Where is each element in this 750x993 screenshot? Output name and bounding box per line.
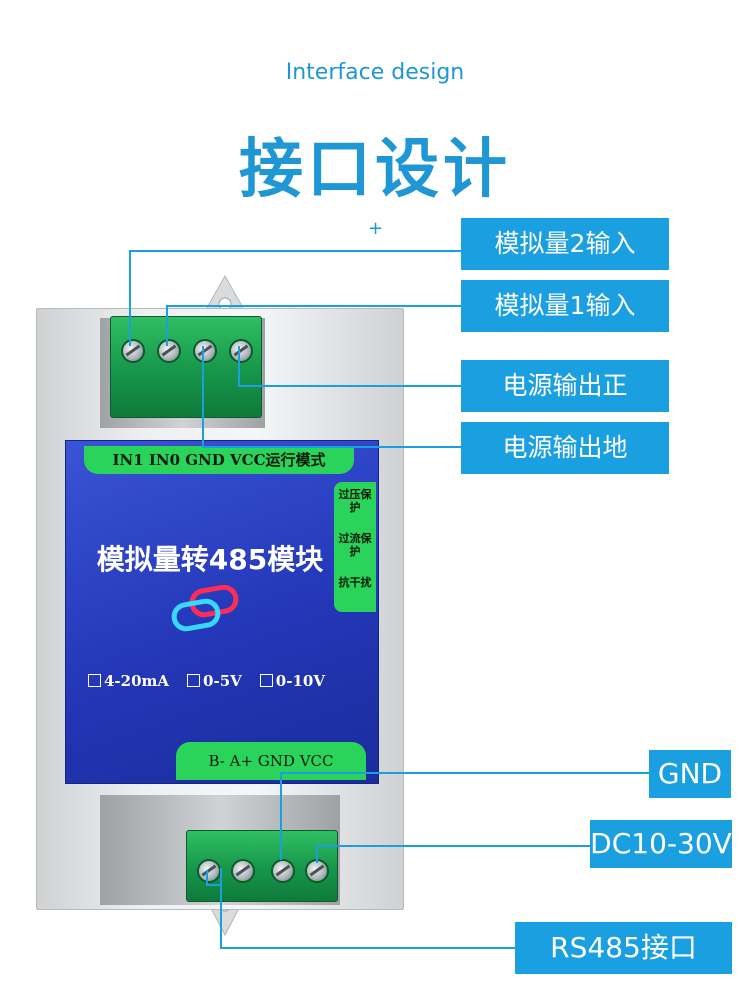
leader-line (202, 346, 204, 447)
screw-vcc (305, 859, 329, 883)
bottom-terminal-legend: B- A+ GND VCC (176, 742, 366, 780)
feature-overcurrent: 过流保护 (338, 532, 372, 558)
leader-line (206, 884, 222, 886)
leader-line (220, 947, 515, 949)
top-terminal-block (110, 316, 262, 418)
callout-gnd: GND (649, 750, 731, 798)
screw-a (231, 859, 255, 883)
leader-line (129, 250, 461, 252)
plus-mark: + (368, 218, 384, 239)
screw-vcc-out (229, 339, 253, 363)
leader-line (280, 772, 282, 860)
bottom-terminal-block (186, 830, 338, 902)
screw-gnd (271, 859, 295, 883)
feature-overvoltage: 过压保护 (338, 488, 372, 514)
checkbox-icon (88, 674, 101, 687)
mode-options: 4-20mA 0-5V 0-10V (88, 672, 373, 690)
screw-gnd-out (193, 339, 217, 363)
leader-line (238, 385, 461, 387)
leader-line (166, 305, 168, 346)
callout-dc-input: DC10-30V (590, 820, 732, 868)
screw-b (197, 859, 221, 883)
leader-line (238, 346, 240, 386)
leader-line (129, 250, 131, 346)
page-subtitle: Interface design (285, 60, 465, 85)
mode-0-5v: 0-5V (187, 672, 242, 690)
callout-power-out-positive: 电源输出正 (461, 360, 669, 412)
screw-in1 (121, 339, 145, 363)
leader-line (316, 845, 590, 847)
screw-in0 (157, 339, 181, 363)
feature-anti-interference: 抗干扰 (338, 576, 372, 589)
chain-link-icon (171, 585, 239, 632)
mode-0-10v: 0-10V (259, 672, 325, 690)
callout-analog-input-2: 模拟量2输入 (461, 218, 669, 270)
panel-title: 模拟量转485模块 (96, 543, 324, 576)
feature-strip: 过压保护 过流保护 抗干扰 (334, 482, 376, 612)
checkbox-icon (259, 674, 273, 687)
leader-line (206, 870, 208, 885)
leader-line (166, 305, 461, 307)
callout-rs485: RS485接口 (515, 922, 732, 974)
leader-line (316, 845, 318, 863)
mode-4-20ma: 4-20mA (88, 672, 169, 690)
page-title: 接口设计 (239, 133, 511, 207)
callout-analog-input-1: 模拟量1输入 (461, 280, 669, 332)
top-terminal-legend: IN1 IN0 GND VCC运行模式 (84, 446, 354, 474)
leader-line (220, 868, 222, 948)
leader-line (280, 772, 649, 774)
leader-line (202, 446, 461, 448)
callout-power-out-ground: 电源输出地 (461, 422, 669, 474)
checkbox-icon (187, 674, 201, 687)
